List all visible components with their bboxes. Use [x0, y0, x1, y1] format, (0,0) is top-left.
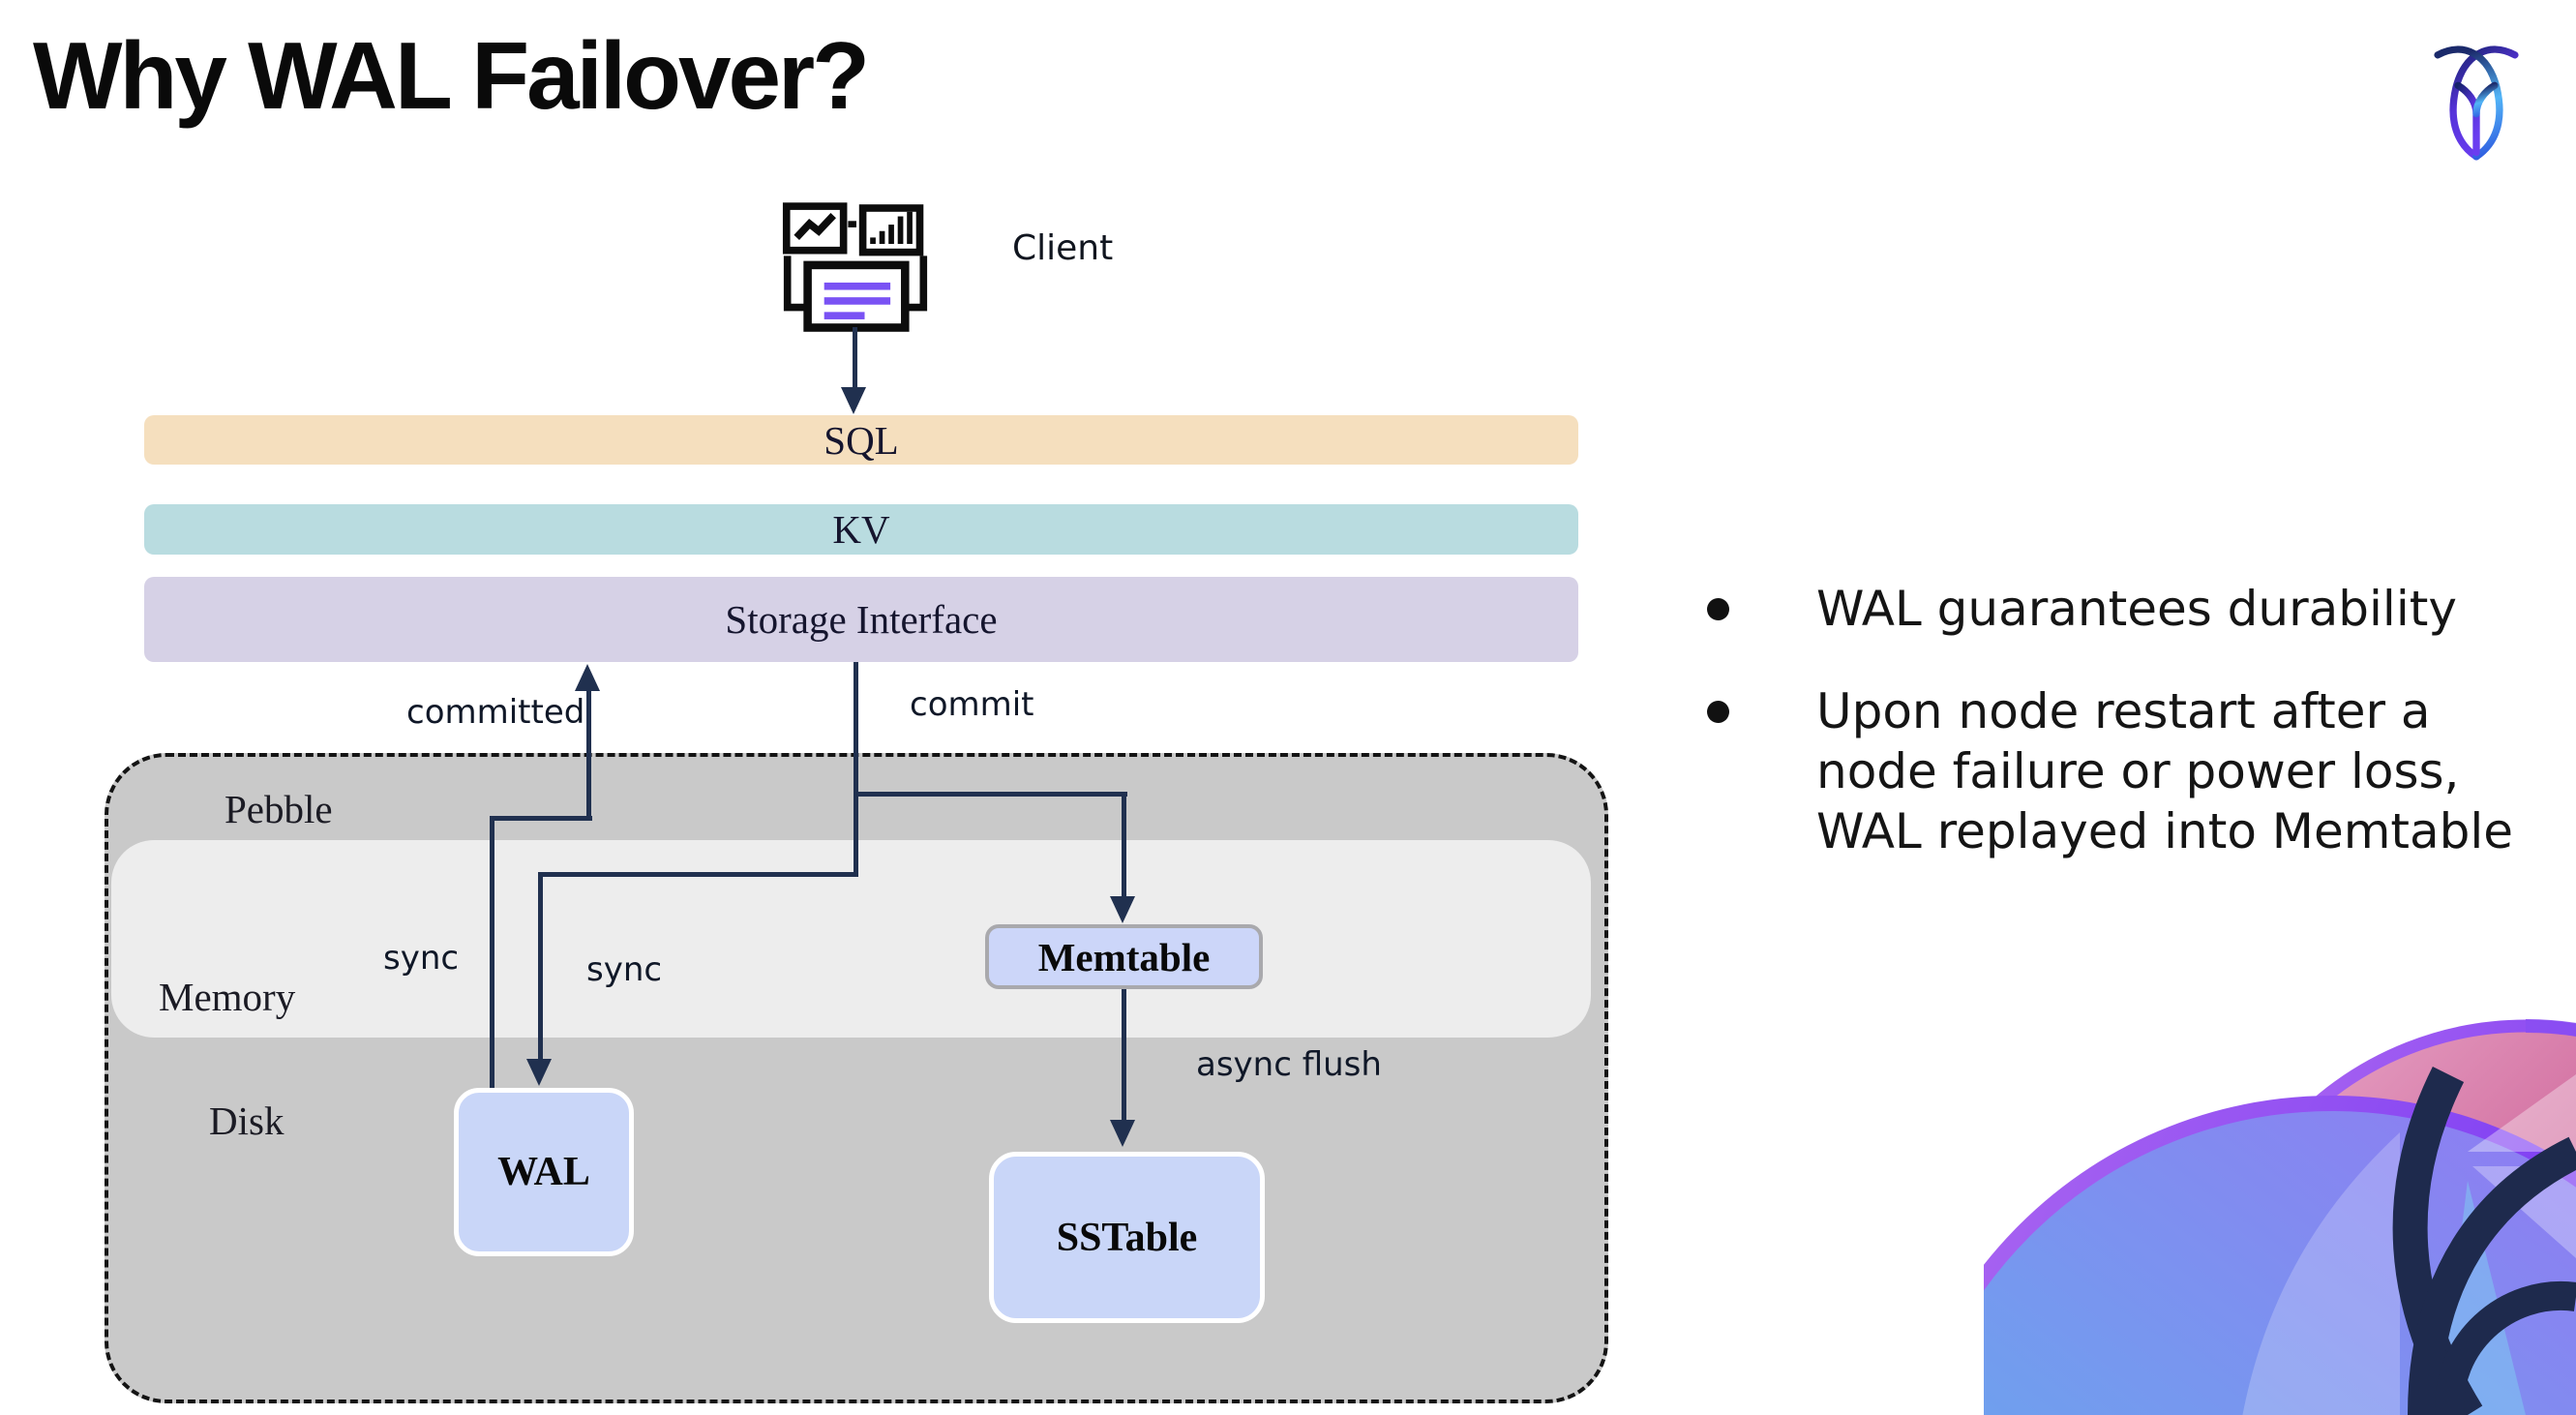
layer-kv: KV	[144, 504, 1578, 555]
client-label: Client	[1012, 228, 1114, 268]
bullet-item: Upon node restart after a node failure o…	[1707, 681, 2539, 861]
arrowhead-sstable	[1110, 1120, 1135, 1147]
sstable-box: SSTable	[989, 1152, 1265, 1323]
memory-label: Memory	[159, 975, 296, 1019]
wal-box: WAL	[454, 1088, 634, 1256]
bullet-dot	[1707, 701, 1729, 723]
async-flush-label: async flush	[1196, 1045, 1382, 1084]
connector-client-sql	[853, 327, 857, 389]
disk-label: Disk	[209, 1099, 285, 1143]
client-terminal-icon	[782, 202, 928, 332]
page-title: Why WAL Failover?	[33, 22, 870, 129]
sync-label-right: sync	[586, 950, 663, 989]
commit-label: commit	[910, 685, 1034, 724]
connector-commit-memtable	[1122, 792, 1126, 898]
connector-commit-v	[854, 662, 858, 877]
arrowhead-committed	[575, 664, 600, 691]
committed-label: committed	[406, 693, 585, 732]
arrowhead-memtable	[1110, 896, 1135, 923]
arrowhead-wal	[526, 1059, 552, 1086]
pebble-label: Pebble	[225, 787, 333, 831]
connector-committed-h	[490, 816, 592, 821]
connector-committed-v1	[490, 818, 494, 1090]
arrowhead-client-sql	[841, 387, 866, 414]
layer-storage-interface: Storage Interface	[144, 577, 1578, 662]
bullet-item: WAL guarantees durability	[1707, 579, 2539, 639]
bullet-dot	[1707, 598, 1729, 620]
bullet-text: Upon node restart after a node failure o…	[1816, 683, 2514, 859]
layer-sql: SQL	[144, 415, 1578, 465]
connector-committed-v2	[586, 689, 591, 821]
bullet-text: WAL guarantees durability	[1816, 581, 2457, 637]
memory-band	[111, 840, 1591, 1038]
bullet-list: WAL guarantees durability Upon node rest…	[1707, 579, 2539, 904]
connector-sync-h	[538, 872, 858, 877]
sync-label-left: sync	[383, 939, 460, 978]
connector-commit-h-right	[854, 792, 1127, 797]
memtable-box: Memtable	[985, 924, 1263, 989]
cockroachdb-logo-icon	[2434, 45, 2519, 161]
brand-corner-graphic	[1984, 1018, 2576, 1415]
connector-flush	[1122, 989, 1126, 1122]
connector-sync-wal	[538, 872, 543, 1062]
